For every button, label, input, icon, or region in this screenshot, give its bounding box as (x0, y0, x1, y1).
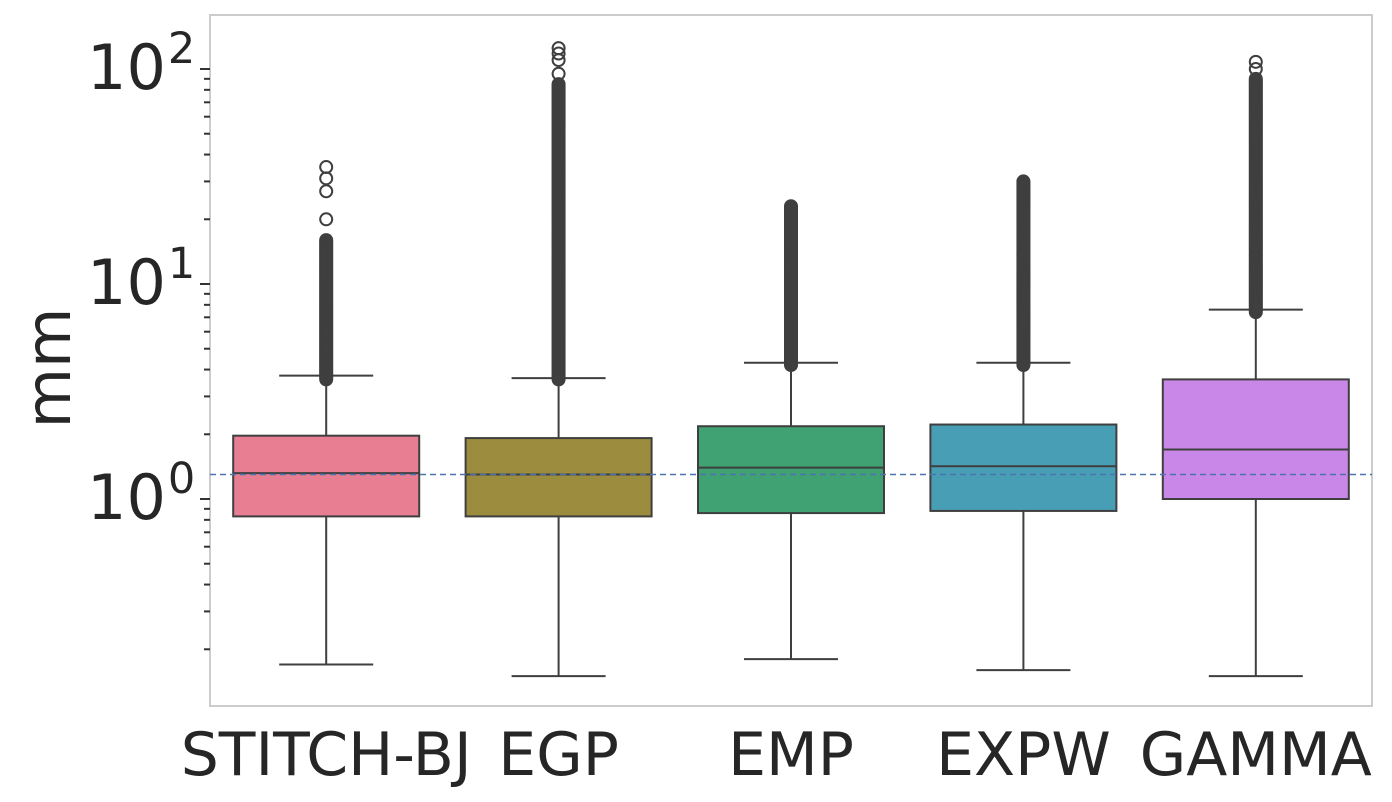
outlier-point (319, 160, 334, 175)
x-tick-label-expw: EXPW (936, 720, 1111, 790)
outlier-point (1016, 174, 1031, 189)
outlier-point (319, 212, 334, 227)
iqr-box (697, 425, 885, 515)
y-ticks-layer (200, 68, 210, 651)
x-category-labels: STITCH-BJ EGP EMP EXPW GAMMA (181, 720, 1372, 790)
outlier-point (551, 41, 566, 56)
iqr-box (232, 434, 421, 518)
outlier-point (551, 77, 566, 92)
outlier-point (551, 46, 566, 61)
plot-area-frame (209, 14, 1373, 707)
x-tick-label-emp: EMP (728, 720, 854, 790)
x-tick-label-stitch-bj: STITCH-BJ (181, 720, 472, 790)
x-tick-label-egp: EGP (498, 720, 619, 790)
y-tick-exponent: 0 (168, 454, 195, 504)
box-group-gamma (1161, 54, 1350, 678)
outlier-point (1248, 54, 1263, 69)
boxes-layer (232, 41, 1350, 678)
outlier-point (319, 233, 334, 248)
y-tick-exponent: 1 (168, 239, 195, 289)
y-tick-label: 102 (87, 24, 195, 104)
outlier-point (1248, 62, 1263, 76)
y-tick-exponent: 2 (168, 24, 195, 74)
y-tick-base: 10 (87, 461, 166, 534)
y-axis-label: mm (12, 308, 85, 429)
x-tick-label-gamma: GAMMA (1140, 720, 1372, 790)
iqr-box (1161, 378, 1350, 500)
box-group-expw (929, 174, 1118, 672)
y-tick-label: 100 (87, 454, 195, 534)
outlier-point (1248, 71, 1263, 86)
outlier-point (551, 66, 566, 81)
box-group-emp (697, 199, 885, 661)
outlier-point (319, 171, 334, 186)
box-group-stitch-bj (232, 160, 421, 666)
iqr-box (929, 423, 1118, 512)
outlier-point (784, 199, 798, 214)
box-group-egp (464, 41, 653, 678)
y-tick-base: 10 (87, 31, 166, 104)
outlier-point (319, 184, 334, 199)
y-tick-label: 101 (87, 239, 195, 319)
y-tick-base: 10 (87, 246, 166, 319)
iqr-box (464, 437, 653, 518)
